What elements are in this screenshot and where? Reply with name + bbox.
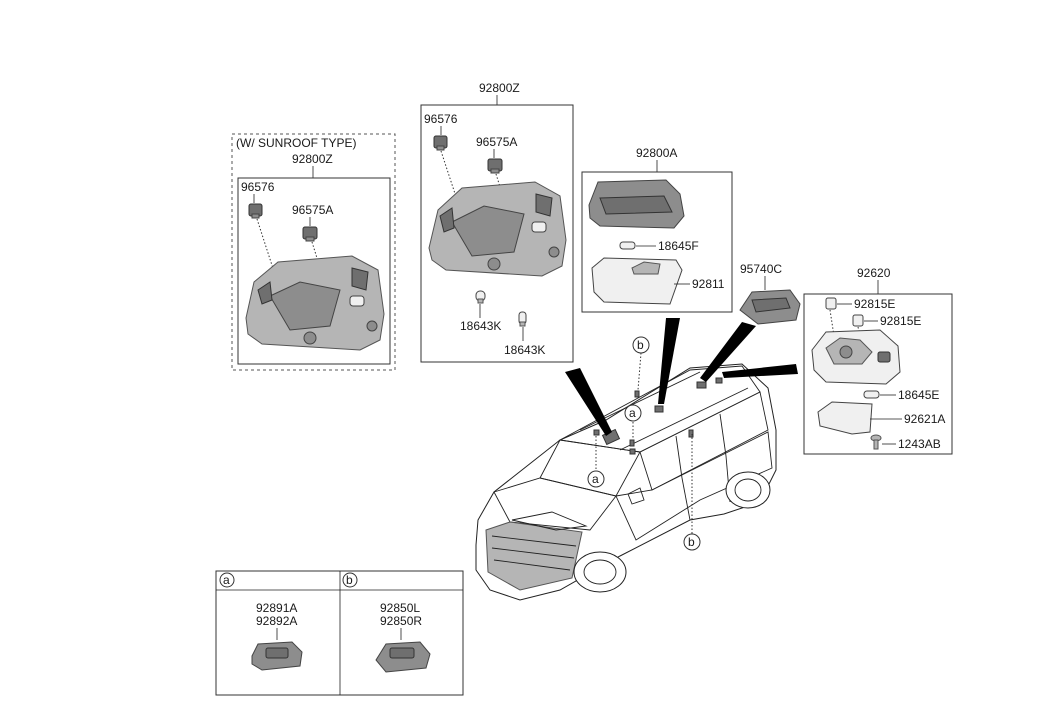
label-18643K-a: 18643K (460, 319, 501, 333)
room-lamp-housing (811, 329, 901, 385)
marker-b-bottom: b (683, 533, 701, 551)
legend-a-part1: 92891A (256, 601, 297, 615)
svg-text:b: b (346, 573, 353, 587)
marker-b-top: b (632, 336, 650, 354)
svg-text:a: a (223, 573, 230, 587)
pointer-wedge-4 (722, 364, 798, 378)
label-96575A-sunroof: 96575A (292, 203, 333, 217)
legend-b-part2: 92850R (380, 614, 422, 628)
overhead-console-sunroof (245, 255, 385, 351)
legend-a-part2: 92892A (256, 614, 297, 628)
screw-1243AB (870, 434, 882, 450)
vehicle-illustration (475, 318, 798, 601)
label-96576-sunroof: 96576 (241, 180, 275, 194)
bulb-18645F (619, 241, 636, 250)
rear-console-group: 92800A 18645F 92811 (581, 146, 733, 313)
overhead-console-std (428, 181, 567, 277)
svg-text:a: a (592, 472, 599, 486)
socket-96575A-std (487, 158, 503, 174)
svg-text:a: a (629, 406, 636, 420)
room-lamp-frame (803, 293, 953, 455)
bulb-18643K-b (518, 311, 527, 327)
room-lamp-group: 92620 92815E 92815E 18645E 92621 (803, 266, 953, 455)
legend-table: a b 92891A 92892A 92850L 92850R (215, 570, 464, 696)
label-18643K-b: 18643K (504, 343, 545, 357)
label-96575A-std: 96575A (476, 135, 517, 149)
pointer-wedge-1 (565, 368, 612, 436)
label-96576-std: 96576 (424, 112, 458, 126)
label-1243AB: 1243AB (898, 437, 941, 451)
standard-group-frame (420, 104, 574, 363)
socket-92815E-b (852, 314, 864, 327)
label-92815E-a: 92815E (854, 297, 895, 311)
pointer-wedge-3 (700, 322, 756, 382)
label-18645E: 18645E (898, 388, 939, 402)
label-18645F: 18645F (658, 239, 699, 253)
rear-group-frame (581, 171, 733, 313)
bulb-18645E (863, 390, 880, 399)
svg-text:b: b (688, 535, 695, 549)
sunroof-group-frame (237, 177, 391, 365)
socket-96576-sunroof (248, 203, 263, 219)
standard-console-group: 92800Z 96576 96575A (420, 81, 574, 363)
side-lamp-a (251, 641, 303, 671)
socket-96575A-sunroof (302, 226, 318, 242)
sunroof-dashed-frame (231, 133, 396, 371)
rear-console-housing (588, 179, 685, 229)
label-92621A: 92621A (904, 412, 945, 426)
marker-a-left: a (587, 470, 605, 488)
legend-b-part1: 92850L (380, 601, 420, 615)
side-lamp-b (375, 641, 431, 673)
pointer-wedge-2 (658, 318, 680, 404)
sunroof-type-group: (W/ SUNROOF TYPE) 92800Z 96576 96575A (231, 133, 396, 371)
label-95740C: 95740C (740, 262, 782, 276)
label-92800Z-sunroof: 92800Z (292, 152, 333, 166)
lens-92811 (591, 257, 683, 305)
legend-a-header: a (219, 572, 235, 588)
label-92811: 92811 (692, 277, 725, 291)
legend-b-header: b (342, 572, 358, 588)
lens-92621A (817, 401, 873, 435)
part-95740C: 95740C (739, 262, 801, 325)
label-92800Z-std: 92800Z (479, 81, 520, 95)
sunroof-type-label: (W/ SUNROOF TYPE) (236, 136, 356, 150)
legend-frame (215, 570, 464, 696)
label-92800A: 92800A (636, 146, 677, 160)
label-92620: 92620 (857, 266, 891, 280)
marker-a-mid: a (624, 404, 642, 422)
socket-92815E-a (825, 297, 837, 310)
svg-text:b: b (637, 338, 644, 352)
label-92815E-b: 92815E (880, 314, 921, 328)
bulb-18643K-a (475, 290, 486, 304)
socket-96576-std (433, 135, 448, 151)
